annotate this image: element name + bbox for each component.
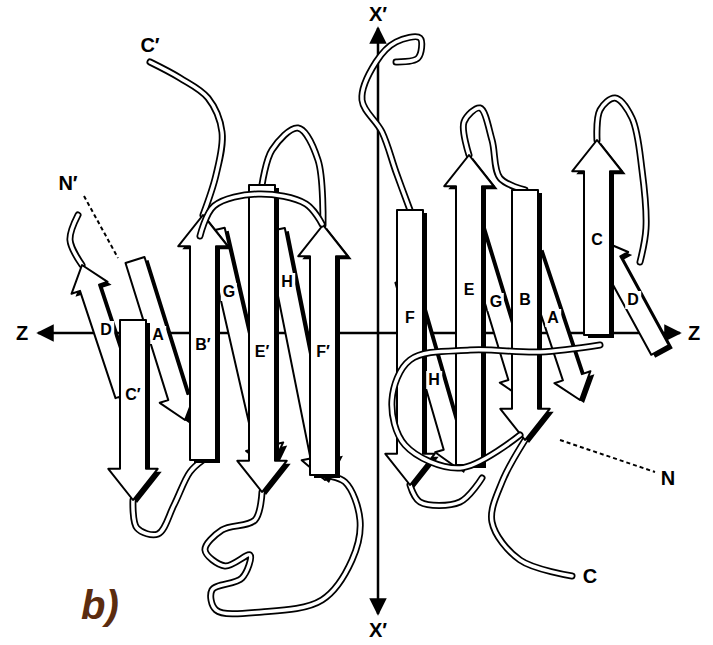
strand-label: F′	[314, 343, 332, 361]
strand-label: H	[279, 273, 295, 291]
loop-outline	[205, 475, 360, 614]
loop-core	[491, 440, 572, 576]
strand-label: C	[589, 231, 605, 249]
strand-label: A	[150, 326, 166, 344]
loop-core	[410, 478, 482, 506]
beta-strand	[572, 140, 621, 335]
strand-label: D	[98, 321, 114, 339]
strand-label: E′	[253, 343, 272, 361]
loop-outline	[200, 194, 322, 236]
loop-outline	[392, 345, 600, 468]
beta-strand	[444, 155, 493, 465]
beta-strand	[237, 185, 286, 492]
axis-label: Z	[686, 322, 702, 344]
terminus-label: N′	[56, 172, 79, 194]
strand-label: C′	[123, 386, 142, 404]
loop-core	[200, 194, 322, 236]
beta-strand	[385, 210, 434, 485]
terminus-line	[84, 196, 118, 258]
beta-strand	[500, 190, 549, 440]
loop-outline	[150, 62, 222, 215]
loop-outline	[362, 37, 422, 210]
loop-core	[392, 345, 600, 468]
loop-outline	[491, 440, 572, 576]
strand-label: G	[221, 283, 237, 301]
panel-label: b)	[79, 584, 121, 626]
strand-label: B′	[193, 336, 212, 354]
strand-label: B	[517, 291, 533, 309]
axis-label: Z	[14, 322, 30, 344]
strand-label: D	[625, 291, 641, 309]
loop-core	[205, 475, 360, 614]
strand-label: A	[545, 309, 561, 327]
terminus-label: C′	[138, 34, 161, 56]
axis-line	[377, 28, 380, 614]
axis-label: X′	[367, 619, 389, 641]
loop-outline	[70, 215, 82, 265]
strand-label: E	[462, 281, 477, 299]
loop-core	[70, 215, 82, 265]
strand-label: F	[403, 309, 417, 327]
beta-strand	[108, 320, 157, 500]
strand-label: G	[488, 293, 504, 311]
beta-strand	[298, 225, 347, 475]
terminus-line	[560, 440, 655, 472]
loop-outline	[410, 478, 482, 506]
strand-label: H	[426, 371, 442, 389]
loop-core	[150, 62, 222, 215]
terminus-label: N	[659, 467, 677, 489]
loop-core	[362, 37, 422, 210]
terminus-label: C	[581, 565, 599, 587]
axis-label: X′	[367, 3, 389, 25]
beta-strand	[178, 215, 227, 460]
